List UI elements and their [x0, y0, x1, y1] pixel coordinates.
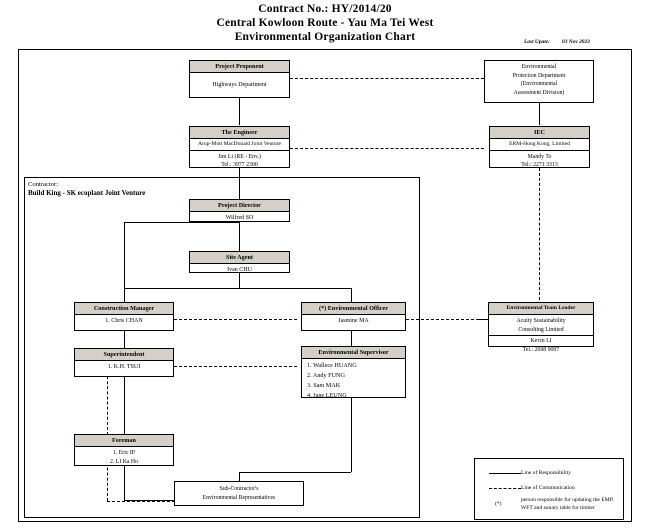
- line-epd-to-iec: [539, 103, 540, 125]
- header-divider: [18, 49, 632, 50]
- line-iec-to-etl: [539, 168, 540, 300]
- site-agent-body: Ivan CHU: [227, 267, 252, 273]
- legend-dashed-line-sample: [489, 488, 521, 489]
- box-environmental-protection-department: Environmental Protection Department (Env…: [484, 60, 594, 103]
- superintendent-header: Superintendent: [75, 349, 173, 361]
- box-the-engineer: The Engineer Arup-Mott MacDonald Joint V…: [189, 126, 290, 168]
- site-agent-header: Site Agent: [190, 252, 289, 264]
- line-foreman-to-subcontractor: [124, 500, 174, 501]
- box-project-proponent: Project Proponent Highways Department: [189, 60, 290, 98]
- line-engineer-to-director: [239, 168, 240, 199]
- contractor-group-frame: [24, 177, 420, 518]
- project-director-body: Wilfred SO: [225, 215, 254, 221]
- project-proponent-header: Project Proponent: [190, 61, 289, 73]
- line-cm-to-superintendent: [124, 331, 125, 348]
- supervisor-item-3: 3. Sam MAK: [307, 382, 341, 389]
- environmental-officer-header: (*) Environmental Officer: [302, 303, 405, 315]
- foreman-item-2: 2. LI Ka Ho: [109, 458, 138, 465]
- foreman-header: Foreman: [75, 435, 173, 447]
- line-eo-to-supervisor: [351, 331, 352, 348]
- environmental-officer-body: Jasmine MA: [338, 318, 369, 324]
- line-proponent-to-engineer: [239, 98, 240, 125]
- line-cm-eo-communication: [174, 319, 297, 320]
- line-engineer-iec-communication: [290, 148, 484, 149]
- line-director-left-trunk: [124, 222, 125, 288]
- construction-manager-header: Construction Manager: [75, 303, 173, 315]
- box-foreman: Foreman 1. Eric IP 2. LI Ka Ho: [74, 434, 174, 466]
- box-environmental-supervisor: Environmental Supervisor 1. Wallece HUAN…: [301, 346, 406, 399]
- line-foreman-down: [124, 466, 125, 500]
- legend-asterisk-note: person responsible for updating the EMP,…: [521, 497, 614, 511]
- box-environmental-officer: (*) Environmental Officer Jasmine MA: [301, 302, 406, 331]
- line-left-dashed-to-subcontractor: [107, 501, 175, 502]
- last-update-label: Last Upate:: [524, 39, 550, 45]
- box-iec: IEC ERM-Hong Kong, Limited Mandy To Tel.…: [489, 126, 590, 168]
- box-environmental-team-leader: Environmental Team Leader Acuity Sustain…: [488, 302, 594, 353]
- line-supervisor-down: [351, 398, 352, 472]
- last-update-value: 03 Nov 2023: [562, 39, 590, 45]
- superintendent-body: 1. K.H. TSUI: [107, 364, 141, 370]
- page-border: [18, 49, 632, 522]
- line-eo-etl-communication: [406, 319, 484, 320]
- epd-line-3: (Environmental: [520, 81, 558, 88]
- line-supervisor-to-subcontractor: [239, 472, 351, 473]
- construction-manager-body: 1. Chris CHAN: [105, 318, 143, 324]
- engineer-firm: Arup-Mott MacDonald Joint Venture: [190, 139, 289, 151]
- engineer-header: The Engineer: [190, 127, 289, 139]
- title-line-chart: Environmental Organization Chart: [234, 31, 416, 43]
- line-director-left-stub: [124, 222, 239, 223]
- etl-firm-line-1: Acuity Sustainability: [516, 318, 566, 324]
- line-left-dashed-trunk: [107, 366, 108, 501]
- line-into-subcontractor: [239, 472, 240, 481]
- etl-person: Kevin LI: [489, 335, 593, 346]
- epd-line-1: Environmental: [521, 64, 557, 70]
- legend-box: Line of Responsibility Line of Communica…: [474, 458, 624, 520]
- etl-firm-line-2: Consulting Limited: [518, 326, 564, 333]
- iec-firm: ERM-Hong Kong, Limited: [490, 139, 589, 151]
- legend-asterisk-symbol: (*): [495, 501, 502, 507]
- legend-communication-label: Line of Communication: [521, 485, 575, 491]
- engineer-person: Jim Li (RE - Env.): [218, 153, 261, 160]
- iec-person: Mandy To: [527, 153, 552, 160]
- etl-tel: Tel.: 2698 9097: [522, 346, 560, 353]
- legend-responsibility-label: Line of Responsibility: [521, 470, 572, 476]
- line-siteagent-down: [239, 273, 240, 288]
- line-superintendent-to-foreman: [124, 377, 125, 434]
- box-superintendent: Superintendent 1. K.H. TSUI: [74, 348, 174, 377]
- title-line-project: Central Kowloon Route - Yau Ma Tei West: [216, 17, 434, 29]
- box-construction-manager: Construction Manager 1. Chris CHAN: [74, 302, 174, 331]
- project-proponent-body: Highways Department: [212, 82, 267, 88]
- contractor-name: Build King - SK ecoplant Joint Venture: [28, 189, 146, 197]
- contractor-label-text: Contractor:: [28, 181, 59, 188]
- legend-solid-line-sample: [489, 473, 521, 474]
- contractor-label: Contractor: Build King - SK ecoplant Joi…: [28, 180, 145, 198]
- supervisor-item-4: 4. Jane LEUNG: [307, 392, 347, 399]
- project-director-header: Project Director: [190, 200, 289, 212]
- foreman-item-1: 1. Eric IP: [112, 450, 136, 456]
- page-title: Contract No.: HY/2014/20 Central Kowloon…: [0, 2, 650, 44]
- line-director-to-siteagent: [239, 222, 240, 251]
- iec-header: IEC: [490, 127, 589, 139]
- supervisor-item-1: 1. Wallece HUANG: [307, 362, 357, 369]
- subcontractor-line-1: Sub-Contractor's: [219, 486, 259, 492]
- iec-tel: Tel.: 2271 3313: [521, 162, 558, 169]
- etl-header: Environmental Team Leader: [489, 303, 593, 315]
- epd-line-4: Assessment Division): [513, 89, 565, 96]
- environmental-supervisor-header: Environmental Supervisor: [302, 347, 405, 359]
- line-bus-to-construction-manager: [124, 288, 125, 302]
- line-bus-to-environmental-officer: [351, 288, 352, 302]
- line-superintendent-supervisor-communication: [174, 366, 297, 367]
- subcontractor-line-2: Environmental Representatives: [202, 494, 276, 501]
- line-proponent-epd-communication: [290, 78, 484, 79]
- title-line-contract: Contract No.: HY/2014/20: [258, 3, 392, 15]
- epd-line-2: Protection Department: [512, 72, 566, 79]
- engineer-tel: Tel.: 3977 2300: [221, 162, 258, 169]
- line-siteagent-bus: [124, 288, 351, 289]
- box-project-director: Project Director Wilfred SO: [189, 199, 290, 222]
- environmental-supervisor-list: 1. Wallece HUANG 2. Andy FUNG 3. Sam MAK…: [302, 359, 405, 403]
- box-site-agent: Site Agent Ivan CHU: [189, 251, 290, 273]
- supervisor-item-2: 2. Andy FUNG: [307, 372, 345, 379]
- line-etl-left-stub: [478, 319, 488, 320]
- box-subcontractor-representatives: Sub-Contractor's Environmental Represent…: [174, 481, 304, 506]
